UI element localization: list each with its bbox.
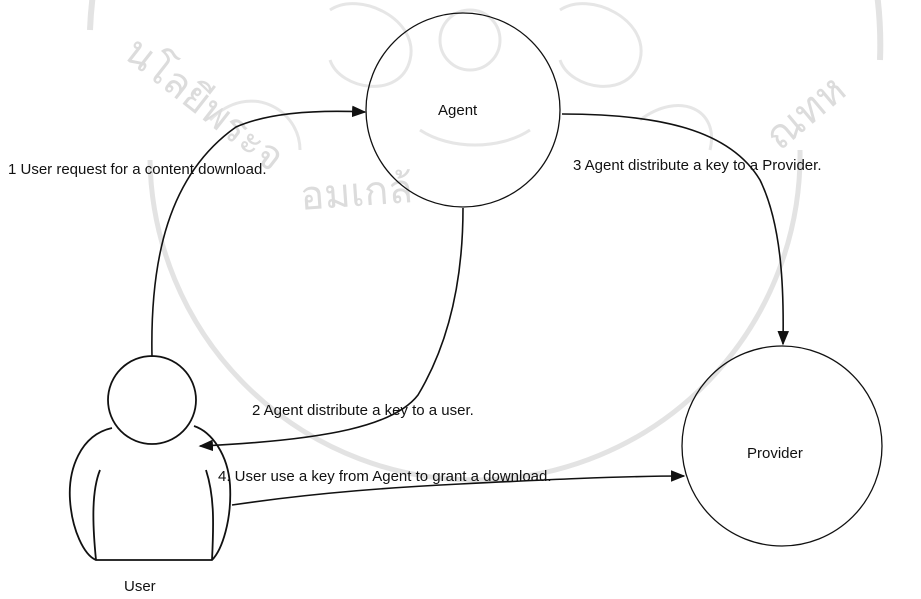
arrow-user-to-agent — [151, 105, 367, 358]
provider-node — [681, 345, 883, 547]
step4-label: 4. User use a key from Agent to grant a … — [218, 468, 552, 485]
step3-label: 3 Agent distribute a key to a Provider. — [573, 157, 822, 174]
arrow-agent-to-user — [198, 207, 464, 452]
user-label: User — [124, 578, 156, 595]
arrow-agent-to-provider — [561, 113, 789, 346]
step1-label: 1 User request for a content download. — [8, 161, 267, 178]
agent-label: Agent — [438, 102, 478, 119]
step2-label: 2 Agent distribute a key to a user. — [252, 402, 474, 419]
user-actor-icon — [68, 355, 232, 561]
provider-label: Provider — [747, 445, 803, 462]
arrow-user-to-provider — [231, 470, 686, 506]
